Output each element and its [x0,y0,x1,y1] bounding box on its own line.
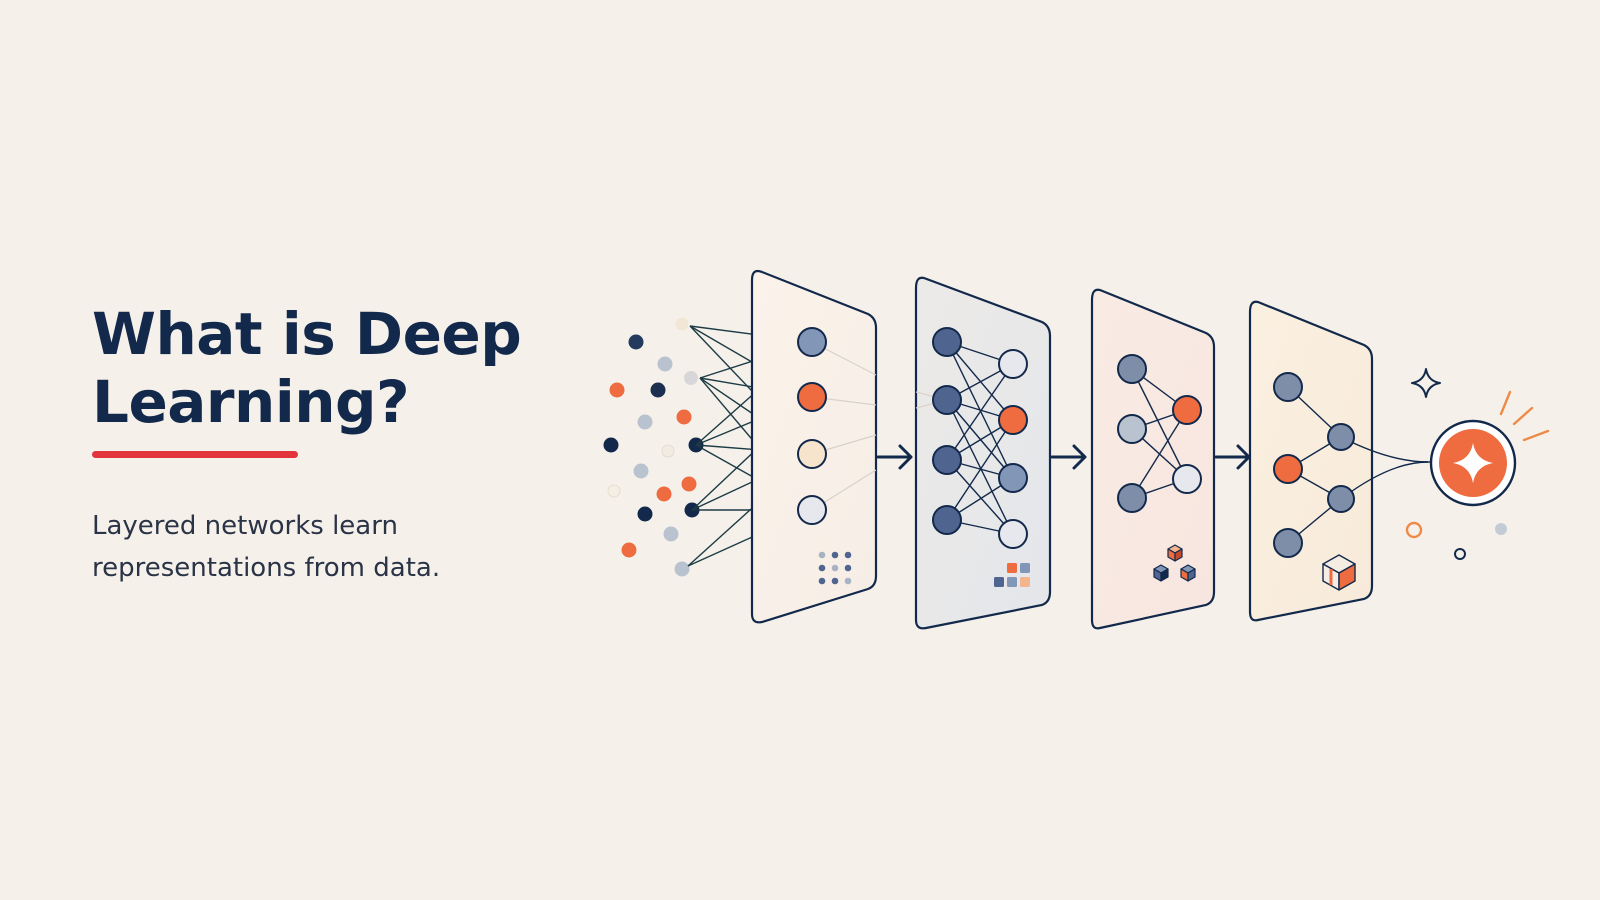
data-point [657,356,673,372]
neuron [932,327,962,357]
neuron [797,382,827,412]
data-point [637,506,653,522]
data-point [674,561,690,577]
neuron [932,445,962,475]
arrow-right-icon [1214,444,1251,470]
data-point [676,409,692,425]
neuron [1117,483,1147,513]
layer-1-panel [750,269,878,624]
sparkle-icon [1453,443,1493,483]
star-icon [1411,368,1441,398]
neuron [932,385,962,415]
data-point [684,371,698,385]
neuron [998,405,1028,435]
neuron [1273,372,1303,402]
output-node [1421,419,1517,507]
title-underline [92,451,298,458]
neuron [797,439,827,469]
arrow-right-icon [876,444,913,470]
neuron [797,327,827,357]
single-cube-icon [1322,554,1356,591]
input-data-points [603,317,704,577]
data-point [681,476,697,492]
data-point [650,382,666,398]
neuron [998,519,1028,549]
neuron [1117,414,1147,444]
data-point [675,317,689,331]
arrow-right-icon [1050,444,1087,470]
subtitle: Layered networks learn representations f… [92,511,441,583]
neuron [998,349,1028,379]
neuron [1273,454,1303,484]
neuron [1327,423,1355,451]
three-cubes-icon [1153,544,1196,582]
neuron [1273,528,1303,558]
page-title: What is Deep Learning? [92,300,522,436]
neuron [1327,485,1355,513]
neuron [932,505,962,535]
layer-2-panel [914,276,1052,630]
color-squares-icon [994,563,1030,587]
neuron [1172,395,1202,425]
data-point [609,382,625,398]
data-point [628,334,644,350]
data-point [621,542,637,558]
layer-4-panel [1248,300,1429,622]
neuron [998,463,1028,493]
data-point [656,486,672,502]
data-point [607,484,621,498]
data-point [661,444,675,458]
layer-3-panel [1090,288,1216,630]
data-point [633,463,649,479]
data-point [637,414,653,430]
data-point [603,437,619,453]
data-point [663,526,679,542]
dot-grid-icon [818,551,852,585]
neuron [1117,354,1147,384]
decorative-sparkles [1405,368,1550,560]
neuron [797,495,827,525]
neuron [1172,464,1202,494]
